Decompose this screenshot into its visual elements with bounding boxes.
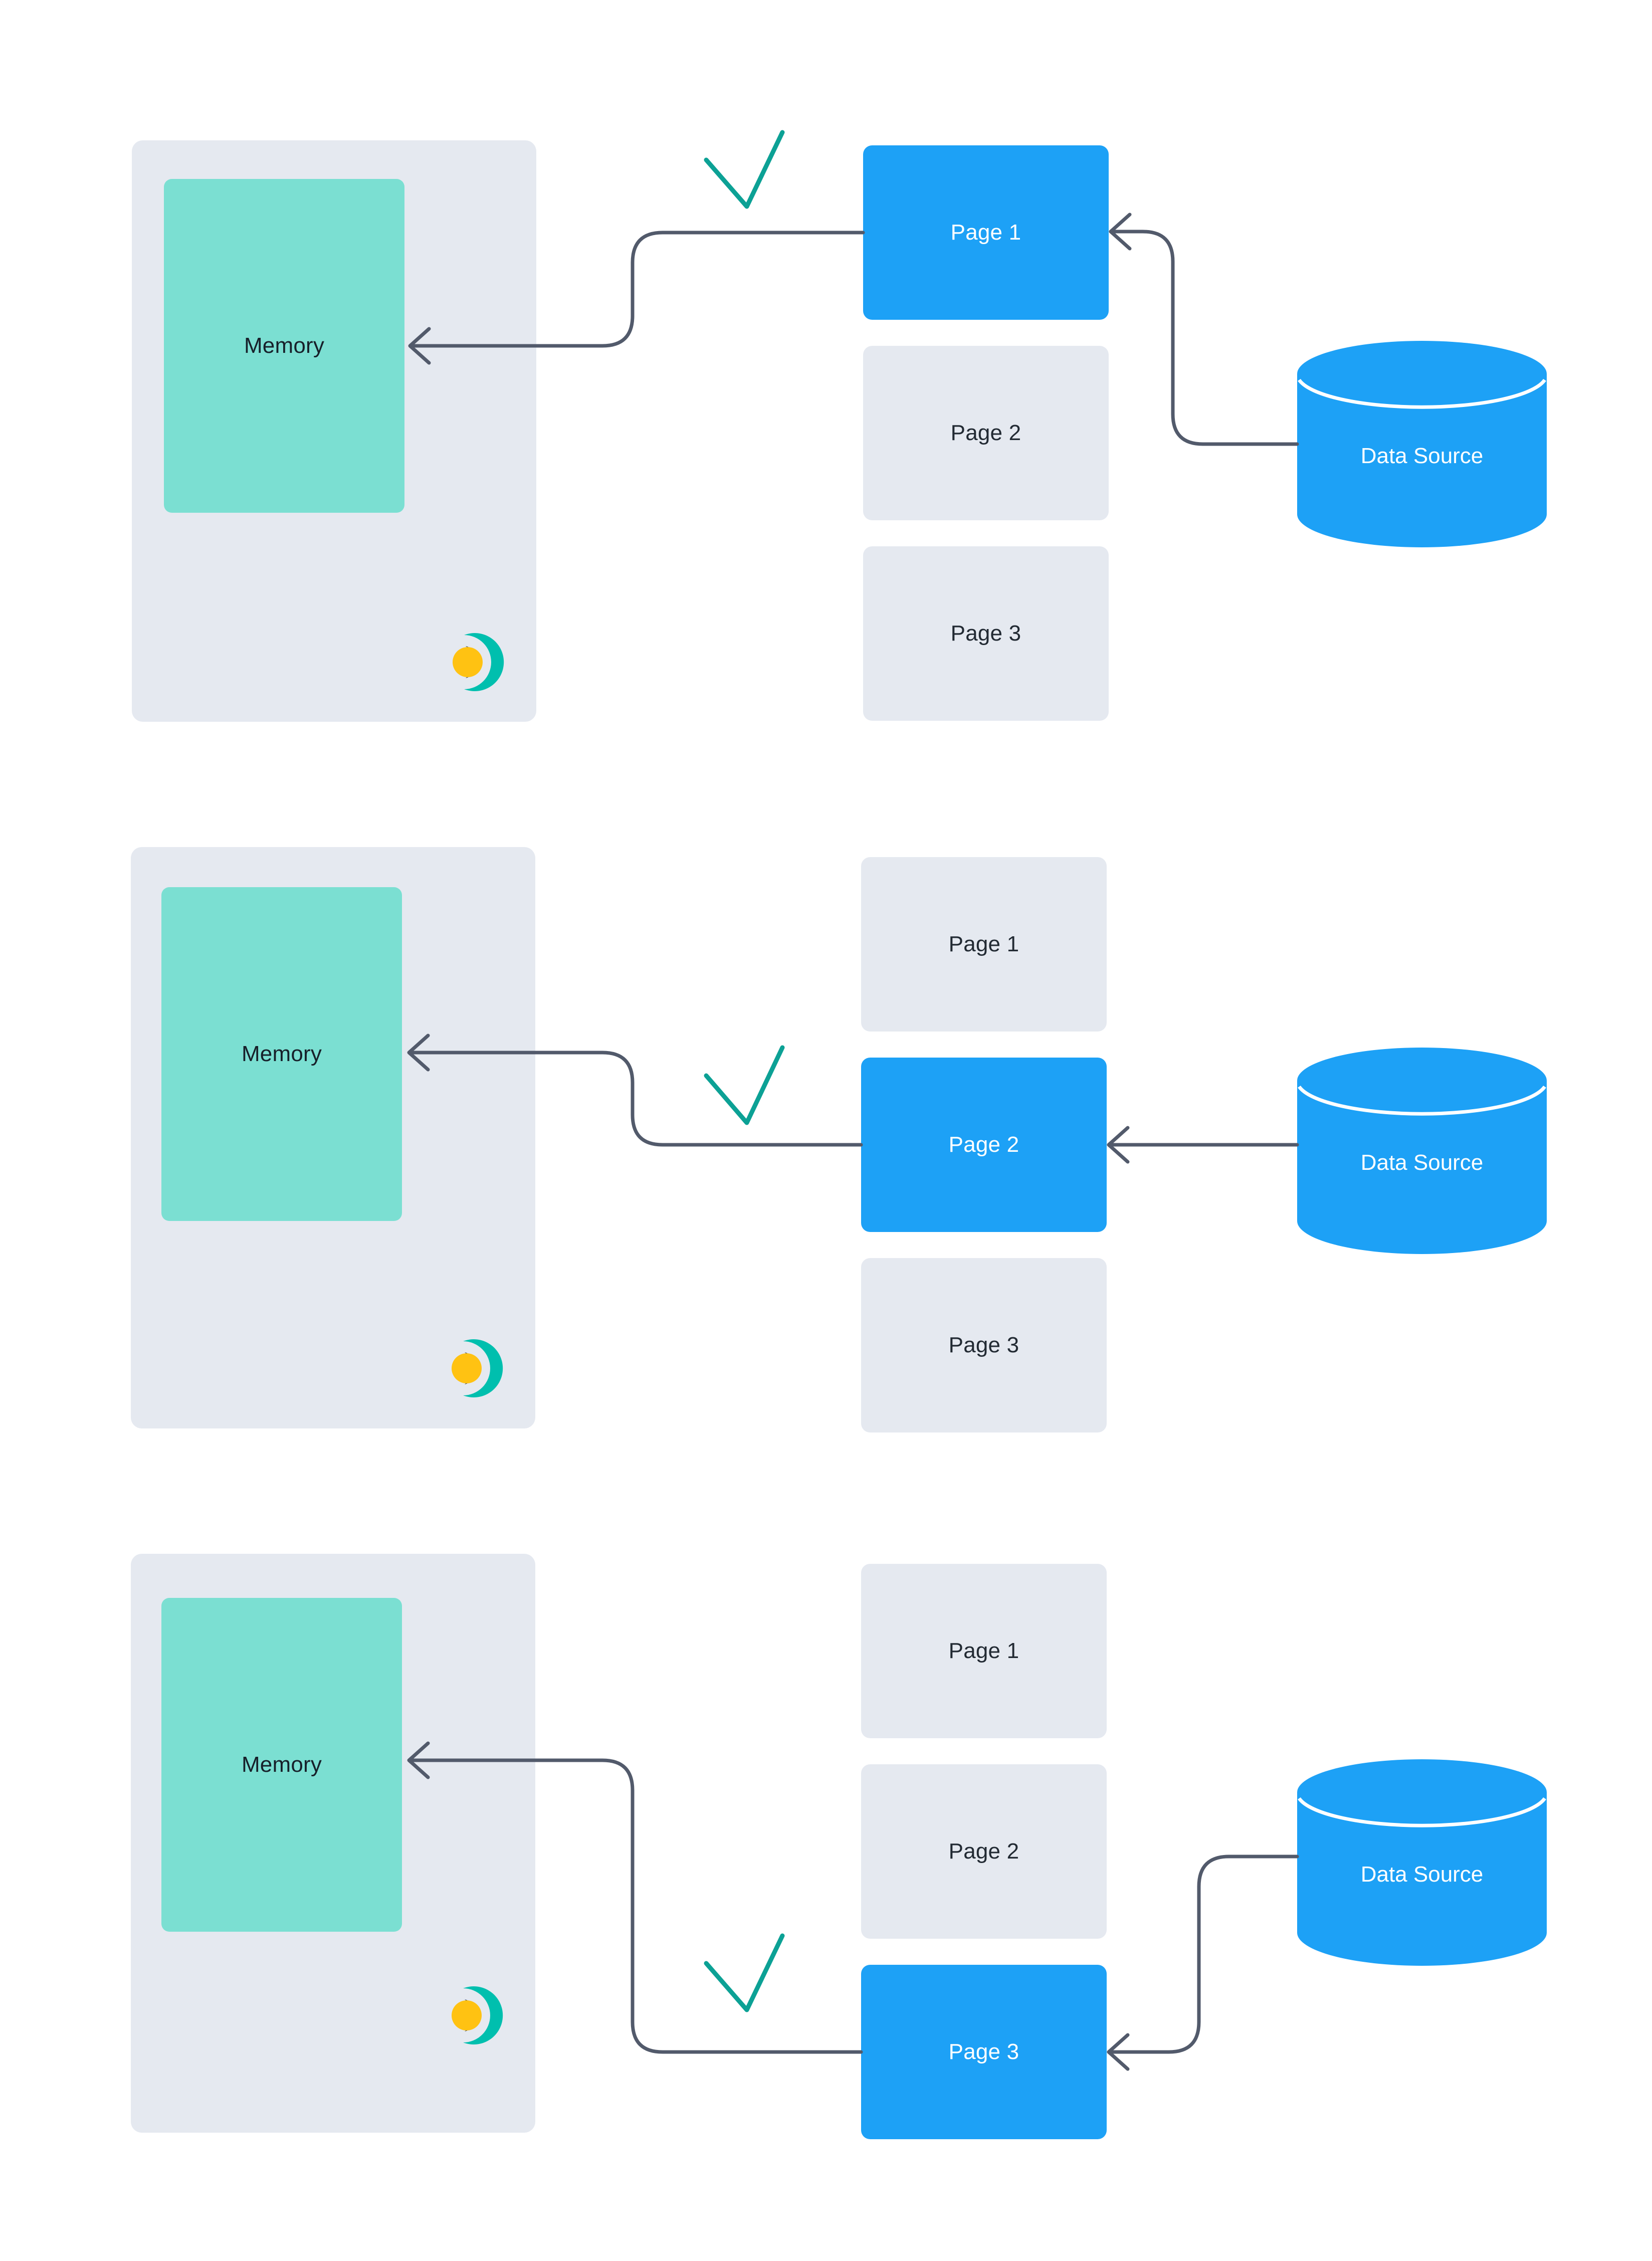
- data-source-cylinder-1[interactable]: Data Source: [1297, 341, 1547, 547]
- check-icon-2: [704, 1045, 785, 1125]
- memory-label-1: Memory: [244, 333, 325, 358]
- page-box-1-3[interactable]: Page 3: [863, 546, 1109, 721]
- page-label-2-1: Page 1: [948, 932, 1019, 956]
- page-box-1-1[interactable]: Page 1: [863, 145, 1109, 320]
- page-label-3-3: Page 3: [948, 2039, 1019, 2064]
- page-box-2-3[interactable]: Page 3: [861, 1258, 1107, 1432]
- page-box-3-1[interactable]: Page 1: [861, 1564, 1107, 1738]
- memory-label-3: Memory: [241, 1752, 322, 1777]
- page-label-2-2: Page 2: [948, 1132, 1019, 1157]
- database-cylinder-icon: [1297, 341, 1547, 547]
- connector-datasource-to-page3-3: [1107, 1855, 1299, 2054]
- page-box-3-3[interactable]: Page 3: [861, 1965, 1107, 2139]
- page-box-3-2[interactable]: Page 2: [861, 1764, 1107, 1939]
- page-label-1-2: Page 2: [950, 421, 1021, 445]
- database-cylinder-icon: [1297, 1048, 1547, 1254]
- arrow-left-icon-page3-3: [1107, 2033, 1130, 2071]
- page-box-1-2[interactable]: Page 2: [863, 346, 1109, 520]
- connector-datasource-to-page1-1: [1109, 230, 1299, 446]
- memory-box-1: Memory: [164, 179, 404, 513]
- memory-box-3: Memory: [161, 1598, 402, 1932]
- arrow-left-icon-page2-2: [1107, 1126, 1130, 1164]
- memory-box-2: Memory: [161, 887, 402, 1221]
- arrow-left-icon-page1-1: [1109, 213, 1132, 251]
- database-cylinder-icon: [1297, 1759, 1547, 1966]
- data-source-cylinder-3[interactable]: Data Source: [1297, 1759, 1547, 1966]
- page-label-3-2: Page 2: [948, 1839, 1019, 1864]
- page-label-1-3: Page 3: [950, 621, 1021, 646]
- page-box-2-1[interactable]: Page 1: [861, 857, 1107, 1032]
- page-label-1-1: Page 1: [950, 220, 1021, 245]
- check-icon-1: [704, 130, 785, 209]
- page-label-2-3: Page 3: [948, 1333, 1019, 1357]
- page-box-2-2[interactable]: Page 2: [861, 1058, 1107, 1232]
- data-source-cylinder-2[interactable]: Data Source: [1297, 1048, 1547, 1254]
- memory-label-2: Memory: [241, 1042, 322, 1066]
- check-icon-3: [704, 1933, 785, 2012]
- page-label-3-1: Page 1: [948, 1638, 1019, 1663]
